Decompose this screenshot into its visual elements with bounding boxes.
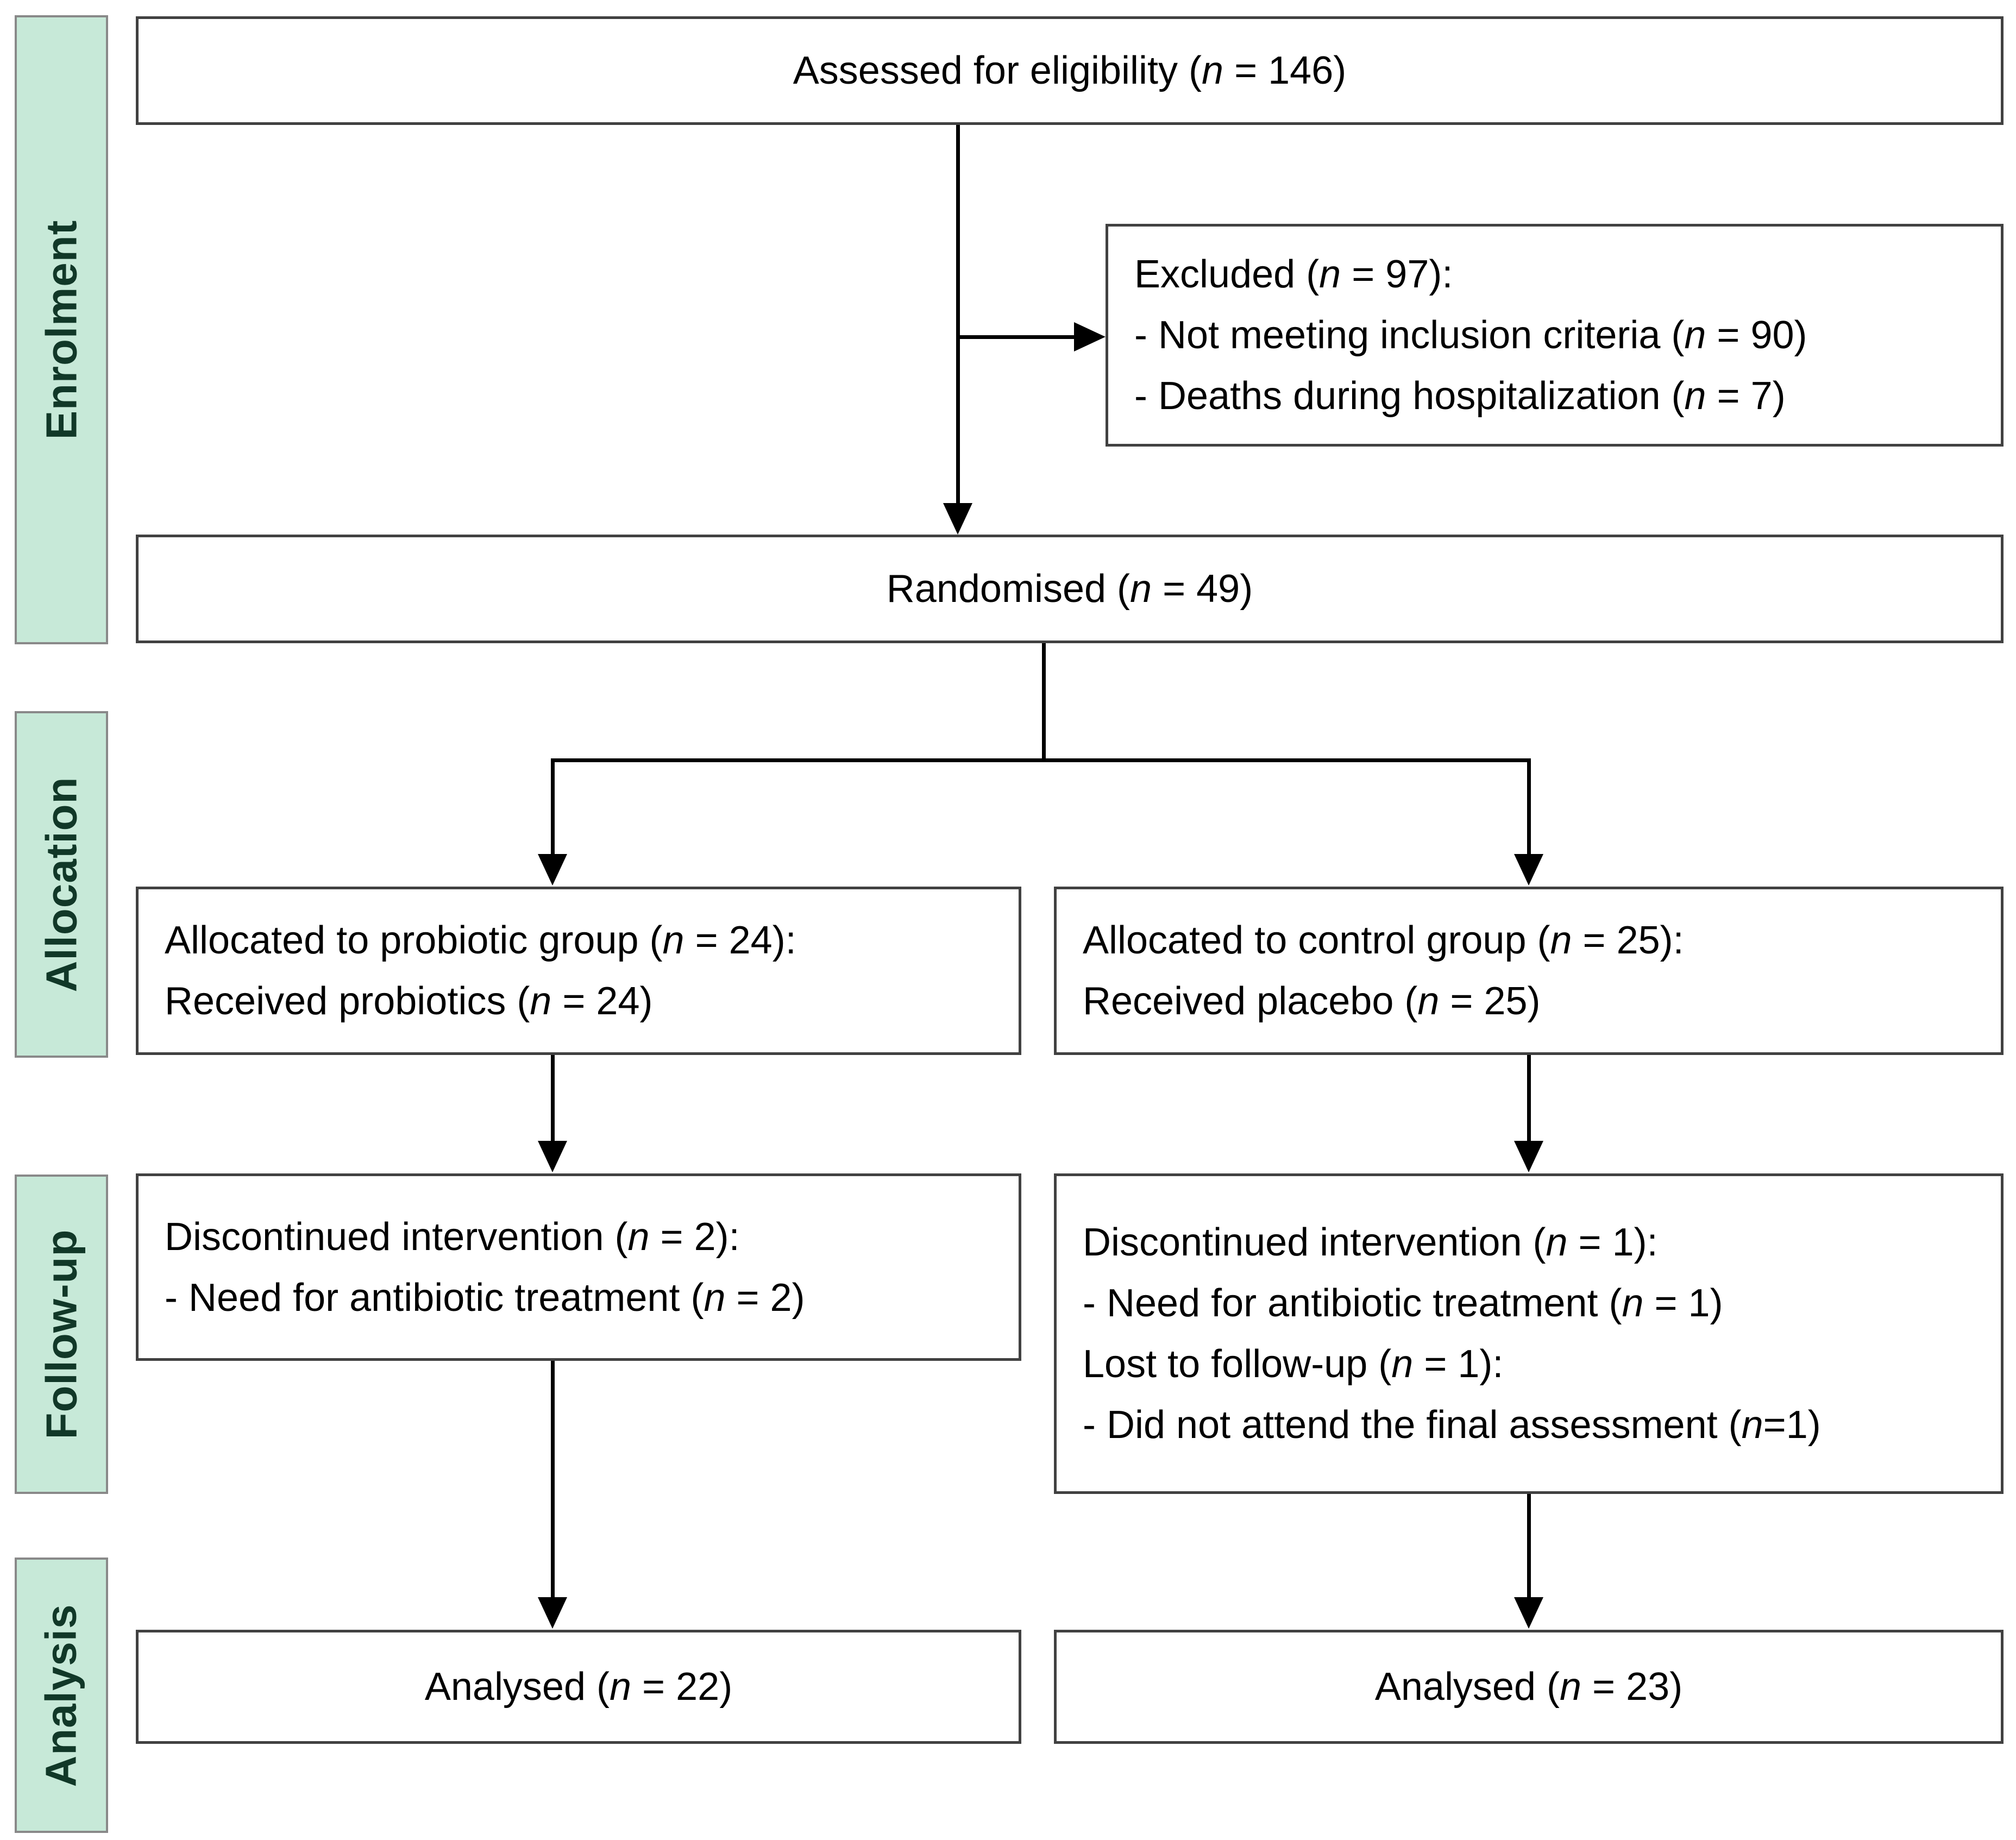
box-line: - Did not attend the final assessment (n… [1083,1403,1821,1447]
arrow-to-followup-probiotic-head [538,1141,567,1172]
split-horizontal-line [551,758,1531,762]
arrow-to-allocated-probiotic-line [551,758,555,854]
arrow-to-followup-probiotic-line [551,1055,555,1141]
arrow-to-allocated-control-line [1527,758,1531,854]
assessed-box: Assessed for eligibility (n = 146) [136,16,2004,125]
box-line: Received placebo (n = 25) [1083,979,1541,1023]
box-line: - Not meeting inclusion criteria (n = 90… [1134,313,1807,357]
arrow-to-analysed-control-head [1514,1597,1543,1629]
box-line: Discontinued intervention (n = 2): [165,1215,740,1259]
analysed-control-box: Analysed (n = 23) [1054,1630,2004,1744]
followup-probiotic-box: Discontinued intervention (n = 2): - Need… [136,1173,1021,1361]
box-line: - Need for antibiotic treatment (n = 1) [1083,1282,1723,1325]
box-line: Received probiotics (n = 24) [165,979,653,1023]
box-line: Allocated to probiotic group (n = 24): [165,919,796,962]
allocated-control-box: Allocated to control group (n = 25): Rece… [1054,887,2004,1055]
stage-analysis-label: Analysis [37,1603,85,1787]
split-stem-line [1042,643,1046,760]
box-line: Lost to follow-up (n = 1): [1083,1342,1504,1386]
box-line: Allocated to control group (n = 25): [1083,919,1684,962]
stage-allocation: Allocation [15,711,108,1058]
followup-control-box: Discontinued intervention (n = 1): - Need… [1054,1173,2004,1494]
analysed-probiotic-box: Analysed (n = 22) [136,1630,1021,1744]
arrow-to-followup-control-head [1514,1141,1543,1172]
stage-enrolment-label: Enrolment [37,219,85,440]
arrow-to-excluded-head [1074,322,1106,351]
box-line: Analysed (n = 22) [424,1665,733,1709]
arrow-to-analysed-probiotic-line [551,1361,555,1597]
stage-analysis: Analysis [15,1558,108,1833]
randomised-box: Randomised (n = 49) [136,535,2004,643]
box-line: - Need for antibiotic treatment (n = 2) [165,1276,805,1320]
box-line: - Deaths during hospitalization (n = 7) [1134,374,1786,418]
arrow-assessed-to-randomised-head [943,503,972,535]
stage-allocation-label: Allocation [37,776,85,993]
arrow-to-analysed-control-line [1527,1494,1531,1597]
box-line: Randomised (n = 49) [886,567,1253,611]
arrow-to-allocated-probiotic-head [538,854,567,886]
stage-followup: Follow-up [15,1175,108,1494]
box-line: Discontinued intervention (n = 1): [1083,1221,1658,1264]
allocated-probiotic-box: Allocated to probiotic group (n = 24): Re… [136,887,1021,1055]
arrow-to-allocated-control-head [1514,854,1543,886]
arrow-to-analysed-probiotic-head [538,1597,567,1629]
stage-followup-label: Follow-up [37,1229,85,1440]
arrow-to-excluded-line [956,335,1074,339]
arrow-assessed-to-randomised-line [956,125,960,505]
stage-enrolment: Enrolment [15,15,108,644]
excluded-box: Excluded (n = 97): - Not meeting inclusio… [1106,224,2004,447]
arrow-to-followup-control-line [1527,1055,1531,1141]
box-line: Excluded (n = 97): [1134,253,1453,296]
box-line: Analysed (n = 23) [1374,1665,1683,1709]
box-line: Assessed for eligibility (n = 146) [793,49,1347,92]
